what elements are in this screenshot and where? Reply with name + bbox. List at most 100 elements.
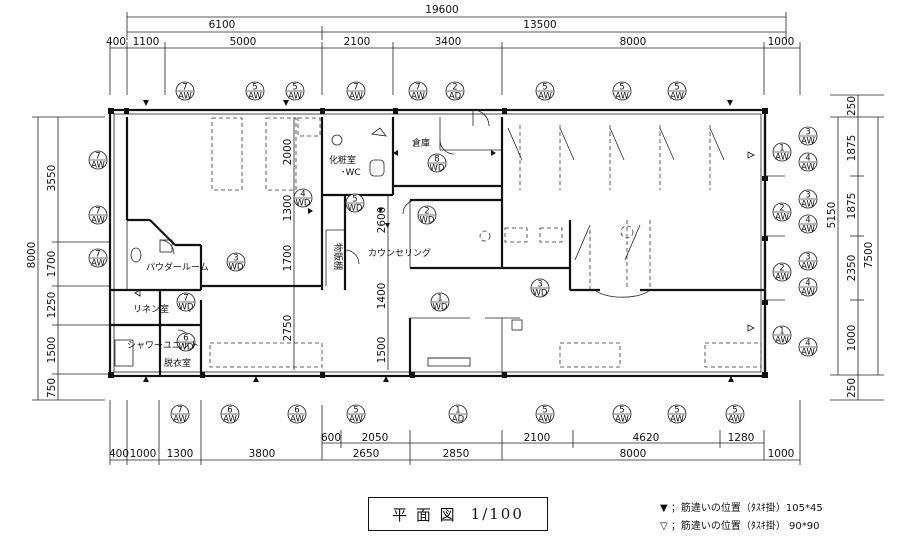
marker-top-7: 5AW (612, 81, 632, 102)
svg-text:5: 5 (619, 83, 624, 93)
dim-inner-1400: 1400 (376, 283, 388, 310)
svg-text:7: 7 (353, 83, 358, 93)
top-dimension-lines: 19600 6100 13500 400 1100 5000 2100 3400… (106, 4, 801, 95)
svg-text:2: 2 (424, 207, 429, 217)
svg-text:7: 7 (182, 83, 187, 93)
marker-bottom-8: 5AW (725, 404, 745, 425)
svg-text:2: 2 (779, 204, 784, 214)
dim-right-1: 1875 (846, 135, 858, 162)
interior-walls (110, 117, 785, 375)
dim-bottom-5: 2850 (443, 448, 470, 460)
svg-text:AW: AW (801, 262, 815, 272)
svg-text:AD: AD (449, 92, 462, 102)
svg-text:WD: WD (179, 303, 194, 313)
dim-top-3: 2100 (344, 36, 371, 48)
dim-bottom-2: 1300 (167, 448, 194, 460)
svg-text:7: 7 (95, 207, 100, 217)
svg-text:AW: AW (173, 415, 187, 425)
svg-text:WD: WD (430, 164, 445, 174)
svg-text:WD: WD (229, 263, 244, 273)
svg-text:6: 6 (294, 406, 299, 416)
marker-top-1: 5AW (245, 81, 265, 102)
bottom-dimension-lines: 600 2050 2100 4620 1280 400 1000 1300 38… (109, 400, 801, 465)
interior-dimensions: 2000 1300 1700 2750 2600 1400 1500 (282, 117, 389, 370)
window-door-markers: 7AW5AW5AW7AW7AW2AD5AW5AW5AW7AW6AW6AW5AW1… (88, 81, 818, 425)
svg-text:5: 5 (352, 195, 357, 205)
svg-text:AW: AW (670, 415, 684, 425)
bracing-triangles (143, 100, 734, 382)
svg-text:AW: AW (775, 153, 789, 163)
svg-text:6: 6 (183, 334, 188, 344)
room-label-powder: パウダールーム (146, 261, 209, 273)
room-label-counseling: カウンセリング (368, 247, 431, 259)
legend-item-open-triangle: ▽ ；筋違いの位置（ﾀｽｷ掛） 90*90 (660, 521, 820, 532)
svg-text:5: 5 (674, 406, 679, 416)
svg-text:AW: AW (349, 415, 363, 425)
svg-text:AW: AW (538, 92, 552, 102)
dim-bottom-mid-1: 2050 (362, 432, 389, 444)
dim-top-2: 5000 (230, 36, 257, 48)
room-label-dressing: 脱衣室 (164, 357, 191, 369)
marker-top-2: 5AW (285, 81, 305, 102)
fixtures (114, 127, 634, 367)
svg-text:AW: AW (801, 163, 815, 173)
dim-right-5: 250 (846, 378, 858, 398)
room-labels: 化粧室 ･WC 倉庫 カウンセリング 物販棚 パウダールーム リネン室 シャワー… (127, 137, 431, 369)
svg-text:AW: AW (801, 288, 815, 298)
svg-text:AW: AW (615, 92, 629, 102)
marker-right-a-5: 4AW (798, 277, 818, 298)
marker-interior-8: 6WD (176, 332, 196, 353)
marker-bottom-5: 5AW (535, 404, 555, 425)
room-label-storage: 倉庫 (412, 137, 430, 149)
dim-right-0: 250 (846, 96, 858, 116)
dim-bottom-7: 1000 (768, 448, 795, 460)
svg-text:3: 3 (537, 280, 542, 290)
dim-inner-2600: 2600 (376, 207, 388, 234)
marker-right-a-0: 3AW (798, 126, 818, 147)
room-label-makeup: 化粧室 (329, 154, 356, 166)
dim-inner-2750: 2750 (282, 315, 294, 342)
svg-text:4: 4 (805, 339, 810, 349)
dim-total-width: 19600 (425, 4, 458, 16)
marker-top-8: 5AW (667, 81, 687, 102)
marker-bottom-7: 5AW (667, 404, 687, 425)
drawing-title: 平 面 図 (392, 505, 457, 524)
svg-text:7: 7 (183, 294, 188, 304)
svg-text:AW: AW (178, 92, 192, 102)
marker-top-0: 7AW (175, 81, 195, 102)
marker-interior-7: 7WD (176, 292, 196, 313)
svg-text:2: 2 (779, 264, 784, 274)
drawing-title-box: 平 面 図 1/100 (368, 497, 548, 531)
svg-text:AW: AW (775, 273, 789, 283)
svg-text:AW: AW (223, 415, 237, 425)
dim-inner-1500: 1500 (376, 337, 388, 364)
svg-text:WD: WD (348, 204, 363, 214)
dim-bottom-mid-4: 1280 (728, 432, 755, 444)
svg-text:4: 4 (300, 190, 305, 200)
svg-text:AW: AW (91, 259, 105, 269)
svg-text:5: 5 (674, 83, 679, 93)
marker-right-b-0: 1AW (772, 142, 792, 163)
svg-text:5: 5 (542, 406, 547, 416)
marker-interior-0: 3WD (226, 252, 246, 273)
svg-text:AW: AW (91, 161, 105, 171)
room-label-goods: 物販棚 (332, 243, 344, 270)
marker-top-6: 5AW (535, 81, 555, 102)
svg-text:3: 3 (805, 191, 810, 201)
dim-left-2: 1250 (46, 292, 58, 319)
marker-right-b-3: 1AW (772, 325, 792, 346)
left-dimension-lines: 8000 3550 1700 1250 1500 750 (26, 116, 110, 401)
svg-text:3: 3 (233, 254, 238, 264)
marker-interior-6: 1WD (430, 292, 450, 313)
svg-text:AW: AW (349, 92, 363, 102)
svg-text:2: 2 (452, 83, 457, 93)
svg-text:5: 5 (542, 83, 547, 93)
dim-right-block: 13500 (523, 19, 556, 31)
svg-text:4: 4 (805, 279, 810, 289)
svg-text:4: 4 (805, 154, 810, 164)
marker-interior-1: 4WD (293, 188, 313, 209)
marker-left-2: 7AW (88, 248, 108, 269)
svg-text:1: 1 (779, 144, 784, 154)
marker-bottom-4: 1AD (448, 404, 468, 425)
marker-interior-2: 5WD (345, 193, 365, 214)
